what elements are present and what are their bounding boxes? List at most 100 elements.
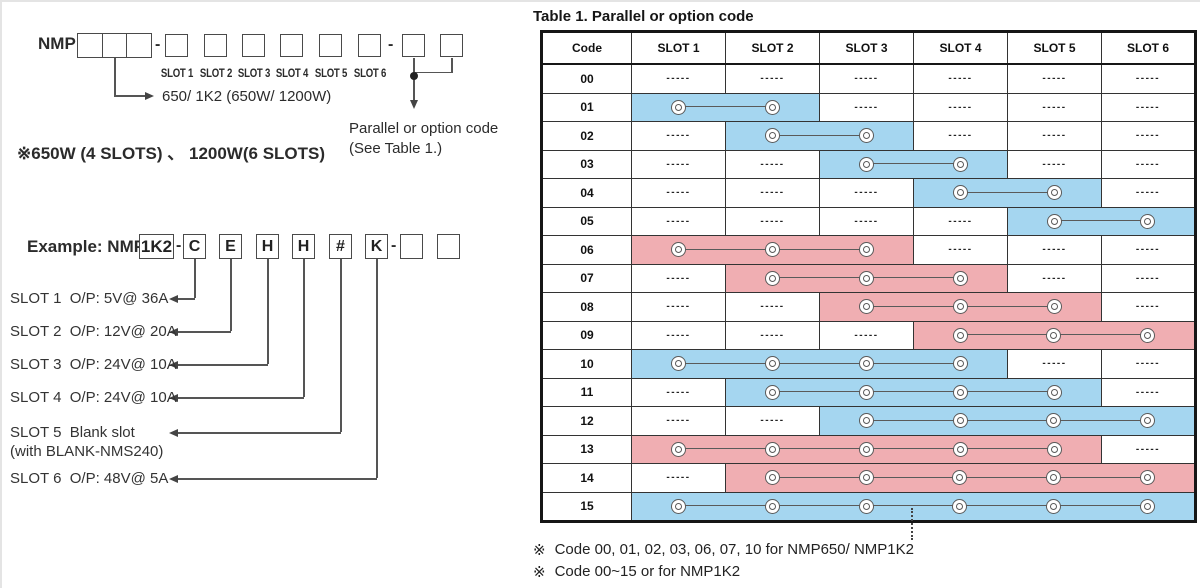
terminal-circle-icon bbox=[671, 498, 687, 514]
connection-segment bbox=[632, 493, 726, 521]
connection-segment bbox=[1100, 464, 1194, 492]
table-row-code-12: 12---------- bbox=[541, 406, 1196, 436]
terminal-circle-icon bbox=[858, 242, 874, 258]
terminal-circle-icon bbox=[953, 327, 969, 343]
note-text-2: Code 00~15 or for NMP1K2 bbox=[554, 563, 741, 580]
empty-cell: ----- bbox=[631, 121, 726, 151]
terminal-circle-icon bbox=[765, 384, 781, 400]
parallel-connection bbox=[820, 151, 1007, 179]
code-cell: 12 bbox=[541, 406, 632, 436]
connection-line bbox=[772, 134, 867, 136]
connection-segment bbox=[914, 322, 1007, 350]
parallel-connection bbox=[914, 179, 1101, 207]
example-slot-code-box: K bbox=[365, 234, 388, 259]
table-row-code-01: 01-------------------- bbox=[541, 92, 1196, 122]
empty-cell: ----- bbox=[1101, 149, 1196, 179]
parallel-connection bbox=[726, 464, 1194, 492]
terminal-circle-icon bbox=[1046, 384, 1062, 400]
empty-cell: ----- bbox=[725, 63, 820, 94]
terminal-circle-icon bbox=[952, 356, 968, 372]
terminal-circle-icon bbox=[859, 299, 875, 315]
code-cell: 01 bbox=[541, 92, 632, 122]
empty-cell: ----- bbox=[913, 235, 1008, 265]
connection-segment bbox=[1100, 493, 1194, 521]
junction-dot-icon bbox=[410, 72, 418, 80]
example-connector-line bbox=[177, 397, 304, 399]
terminal-circle-icon bbox=[859, 270, 874, 286]
code-cell: 13 bbox=[541, 434, 632, 464]
empty-cell: ----- bbox=[819, 320, 914, 350]
terminal-circle-icon bbox=[952, 384, 968, 400]
column-header: SLOT 5 bbox=[1007, 31, 1102, 65]
wattage-note: ※650W (4 SLOTS) 、 1200W(6 SLOTS) bbox=[17, 144, 326, 163]
parallel-connection bbox=[726, 122, 913, 150]
empty-cell: ----- bbox=[725, 178, 820, 208]
separator-dash: - bbox=[176, 237, 182, 254]
column-header: SLOT 4 bbox=[913, 31, 1008, 65]
connection-segment bbox=[1008, 179, 1102, 207]
empty-cell: ----- bbox=[631, 149, 726, 179]
arrowhead-left-icon bbox=[169, 475, 178, 483]
terminal-circle-icon bbox=[859, 413, 875, 429]
terminal-circle-icon bbox=[1140, 213, 1155, 229]
connection-segment bbox=[1007, 379, 1101, 407]
wattage-callout-text: 650/ 1K2 (650W/ 1200W) bbox=[162, 88, 332, 105]
connection-line bbox=[1054, 220, 1148, 222]
example-connector-line bbox=[230, 259, 232, 331]
table-row-code-04: 04-------------------- bbox=[541, 178, 1196, 208]
slot-code-box bbox=[319, 34, 342, 57]
connection-segment bbox=[913, 350, 1007, 378]
slot-description: SLOT 3 O/P: 24V@ 10A bbox=[10, 356, 177, 373]
terminal-circle-icon bbox=[1046, 498, 1062, 514]
example-option-box-1 bbox=[400, 234, 423, 259]
terminal-circle-icon bbox=[1046, 441, 1062, 457]
slot-label: SLOT 2 bbox=[199, 66, 233, 80]
table-row-code-06: 06--------------- bbox=[541, 235, 1196, 265]
terminal-circle-icon bbox=[765, 498, 780, 514]
connection-segment bbox=[820, 407, 914, 435]
empty-cell: ----- bbox=[725, 206, 820, 236]
terminal-circle-icon bbox=[858, 128, 874, 144]
code-cell: 07 bbox=[541, 263, 632, 293]
table-row-code-14: 14----- bbox=[541, 463, 1196, 493]
parallel-span-pink bbox=[631, 434, 1102, 464]
connection-segment bbox=[914, 179, 1008, 207]
slot-code-box bbox=[204, 34, 227, 57]
slot-description: SLOT 5 Blank slot bbox=[10, 424, 135, 441]
empty-cell: ----- bbox=[913, 121, 1008, 151]
parallel-span-blue bbox=[819, 406, 1196, 436]
terminal-circle-icon bbox=[1046, 185, 1062, 201]
empty-cell: ----- bbox=[1101, 235, 1196, 265]
terminal-circle-icon bbox=[858, 356, 874, 372]
connection-segment bbox=[820, 436, 914, 464]
slot-label: SLOT 5 bbox=[314, 66, 348, 80]
empty-cell: ----- bbox=[1007, 235, 1102, 265]
terminal-circle-icon bbox=[953, 299, 968, 315]
empty-cell: ----- bbox=[631, 377, 726, 407]
connection-line bbox=[678, 505, 1148, 507]
empty-cell: ----- bbox=[725, 149, 820, 179]
empty-cell: ----- bbox=[1007, 121, 1102, 151]
terminal-circle-icon bbox=[1046, 327, 1062, 343]
column-header: Code bbox=[541, 31, 632, 65]
parallel-span-blue bbox=[725, 121, 914, 151]
connection-segment bbox=[820, 464, 914, 492]
empty-cell: ----- bbox=[631, 406, 726, 436]
connection-segment bbox=[914, 293, 1008, 321]
code-cell: 00 bbox=[541, 63, 632, 94]
connection-segment bbox=[726, 350, 820, 378]
empty-cell: ----- bbox=[631, 63, 726, 94]
arrowhead-left-icon bbox=[169, 295, 178, 303]
parallel-span-pink bbox=[725, 263, 1008, 293]
parallel-span-blue bbox=[819, 149, 1008, 179]
parallel-connection bbox=[914, 322, 1194, 350]
connection-segment bbox=[914, 379, 1008, 407]
connection-segment bbox=[632, 94, 726, 122]
empty-cell: ----- bbox=[1101, 263, 1196, 293]
note-text-1: Code 00, 01, 02, 03, 06, 07, 10 for NMP6… bbox=[554, 541, 914, 558]
table-row-code-05: 05-------------------- bbox=[541, 206, 1196, 236]
column-header: SLOT 3 bbox=[819, 31, 914, 65]
arrowhead-left-icon bbox=[169, 429, 178, 437]
wattage-code-box bbox=[77, 33, 152, 58]
terminal-circle-icon bbox=[765, 128, 781, 144]
